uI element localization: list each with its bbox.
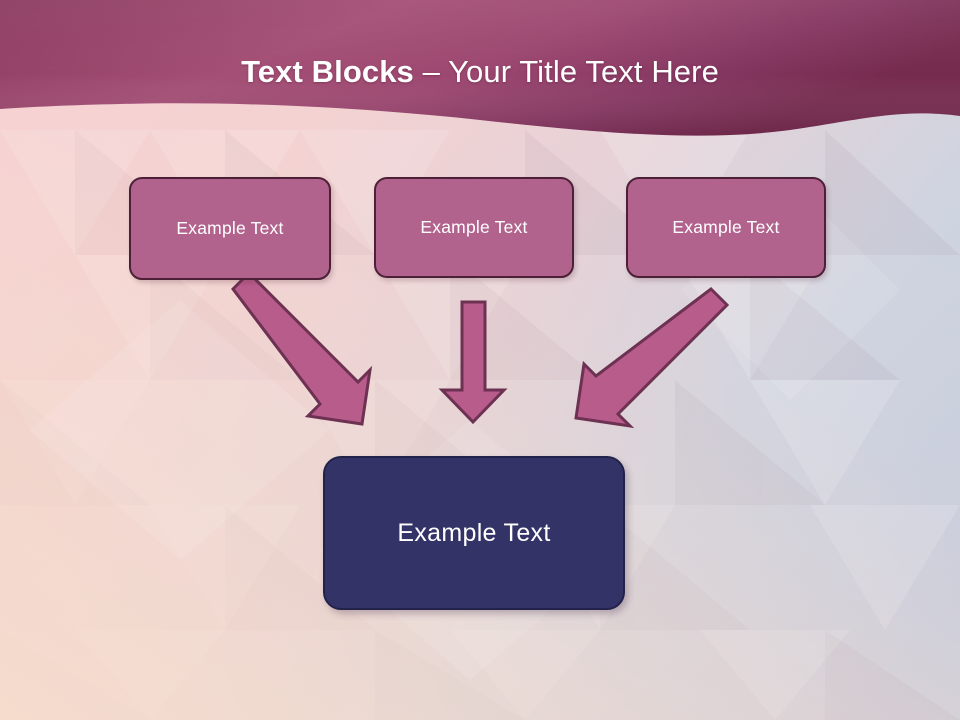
page-title-dash: – [413,54,449,89]
text-block-3-label: Example Text [672,217,780,237]
header-band [0,0,960,136]
text-block-2-label: Example Text [420,217,528,237]
page-title-strong: Text Blocks [241,54,414,89]
result-block[interactable]: Example Text [323,456,625,610]
page-title: Text Blocks – Your Title Text Here [0,52,960,92]
text-block-1[interactable]: Example Text [129,177,331,280]
text-block-3[interactable]: Example Text [626,177,826,278]
text-block-2[interactable]: Example Text [374,177,574,278]
result-block-label: Example Text [397,518,551,547]
text-block-1-label: Example Text [176,218,284,238]
page-title-light: Your Title Text Here [448,54,719,89]
